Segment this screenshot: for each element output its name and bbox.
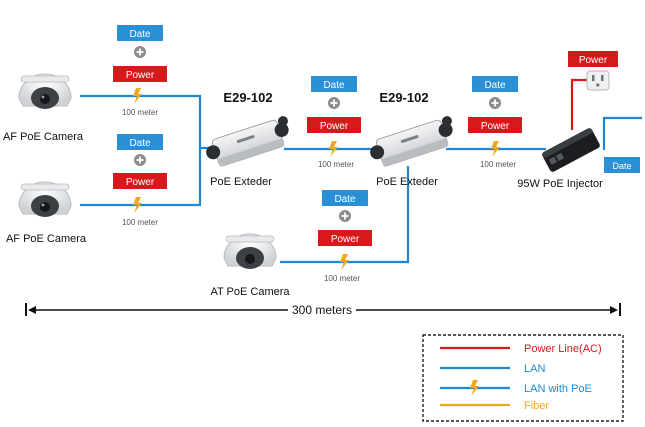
lan-line-atcam (280, 166, 410, 264)
date-badge-label: Date (484, 80, 506, 91)
date-badge (117, 134, 163, 150)
power-badge (307, 117, 361, 133)
date-badge-label: Date (334, 194, 356, 205)
legend-item-lan: LAN (524, 363, 545, 375)
power-badge (468, 117, 522, 133)
lan-line-date-injector (602, 116, 642, 150)
badge-stack-cam1: Date Power (113, 25, 167, 82)
total-distance-span (25, 303, 621, 316)
extender-1-model: E29-102 (223, 90, 272, 105)
camera-icon (223, 233, 277, 269)
af-camera-2-label: AF PoE Camera (6, 233, 87, 245)
injector-icon (542, 128, 600, 172)
date-badge (117, 25, 163, 41)
total-distance-label: 300 meters (292, 303, 352, 317)
power-badge-label: Power (331, 234, 360, 245)
power-badge (113, 66, 167, 82)
power-badge-outlet: Power (568, 51, 618, 67)
injector-label: 95W PoE Injector (517, 178, 603, 190)
distance-label: 100 meter (324, 274, 360, 283)
legend-item-lan-poe: LAN with PoE (524, 383, 592, 395)
badge-stack-injector-link: Date Power (468, 76, 522, 133)
distance-label: 100 meter (480, 160, 516, 169)
power-badge (568, 51, 618, 67)
lan-lines (80, 94, 642, 264)
extender-1-label: PoE Exteder (210, 176, 272, 188)
date-badge-injector: Date (604, 157, 640, 173)
lan-line-cam2 (80, 148, 202, 207)
extender-icon (206, 116, 289, 167)
power-badge-label: Power (481, 121, 510, 132)
date-badge (322, 190, 368, 206)
af-camera-1-label: AF PoE Camera (3, 131, 84, 143)
distance-label: 100 meter (318, 160, 354, 169)
extender-icon (370, 116, 453, 167)
date-badge (604, 157, 640, 173)
date-badge-label: Date (129, 29, 151, 40)
distance-label: 100 meter (122, 218, 158, 227)
camera-icon (18, 181, 72, 217)
date-badge-label: Date (129, 138, 151, 149)
power-line-ac (570, 78, 590, 130)
legend: Power Line(AC) LAN LAN with PoE Fiber (422, 334, 624, 422)
power-badge-label: Power (126, 70, 155, 81)
date-badge (311, 76, 357, 92)
date-badge-label: Date (323, 80, 345, 91)
power-badge (113, 173, 167, 189)
outlet-icon (586, 70, 610, 91)
power-badge (318, 230, 372, 246)
date-badge-label: Date (612, 161, 631, 171)
camera-icon (18, 73, 72, 109)
extender-2-model: E29-102 (379, 90, 428, 105)
badge-stack-ext-link: Date Power (307, 76, 361, 133)
badge-stack-atcam: Date Power (318, 190, 372, 246)
power-badge-label: Power (320, 121, 349, 132)
power-badge-label: Power (579, 55, 608, 66)
power-badge-label: Power (126, 177, 155, 188)
power-lines (570, 78, 590, 130)
distance-label: 100 meter (122, 108, 158, 117)
date-badge (472, 76, 518, 92)
legend-item-fiber: Fiber (524, 400, 549, 412)
extender-2-label: PoE Exteder (376, 176, 438, 188)
at-camera-label: AT PoE Camera (210, 286, 290, 298)
badge-stack-cam2: Date Power (113, 134, 167, 189)
legend-item-power-line: Power Line(AC) (524, 343, 602, 355)
